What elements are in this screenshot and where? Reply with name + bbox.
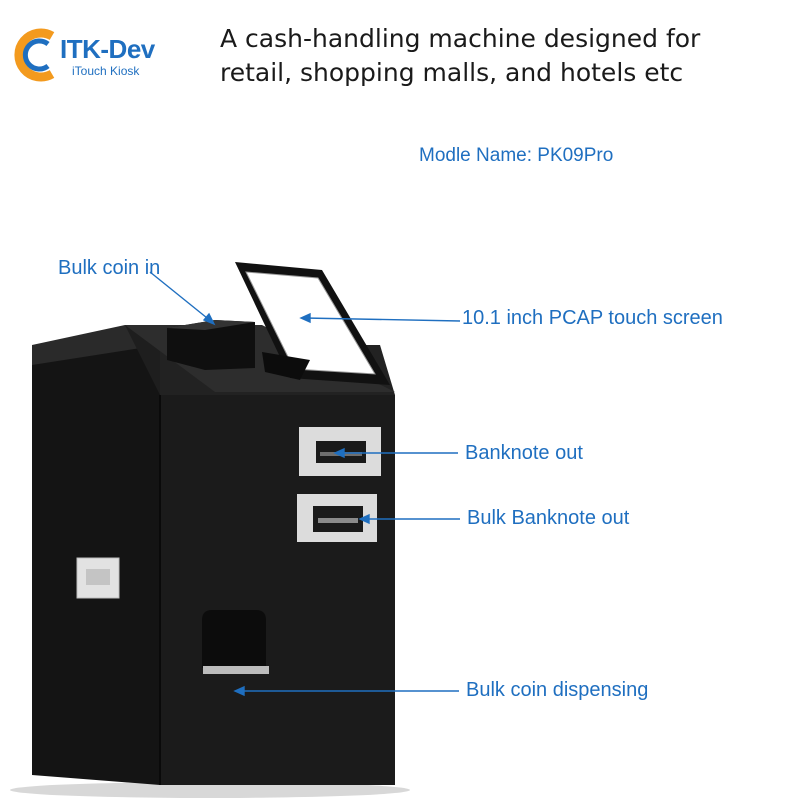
headline-line-1: A cash-handling machine designed for <box>220 24 701 53</box>
coin-hopper-top <box>167 320 255 330</box>
headline-line-2: retail, shopping malls, and hotels etc <box>220 58 684 87</box>
logo-mark-icon <box>14 28 55 82</box>
floor-shadow <box>10 782 410 798</box>
arrow-head-bulk-coin-dispensing <box>233 685 245 697</box>
touch-screen-stand <box>262 352 310 380</box>
side-card-slot <box>86 569 110 585</box>
coin-dispensing-tray <box>203 666 269 674</box>
logo-tagline: iTouch Kiosk <box>72 64 140 78</box>
callout-touch-screen: 10.1 inch PCAP touch screen <box>462 307 723 329</box>
arrow-head-bulk-banknote-out <box>358 513 370 525</box>
touch-screen-display <box>245 271 376 375</box>
bulk-banknote-gap <box>318 518 358 523</box>
arrow-head-bulk-coin-in <box>202 312 216 326</box>
brand-logo: ITK-Dev iTouch Kiosk <box>12 22 172 92</box>
coin-dispensing-opening <box>202 610 266 668</box>
logo-brand-text: ITK-Dev <box>60 34 155 64</box>
callout-bulk-coin-in: Bulk coin in <box>58 257 161 279</box>
arrow-touch-screen <box>303 317 461 322</box>
callout-bulk-banknote-out: Bulk Banknote out <box>467 507 630 529</box>
callout-banknote-out: Banknote out <box>465 442 583 464</box>
arrow-head-touch-screen <box>299 312 311 324</box>
arrow-bulk-coin-in <box>149 271 213 323</box>
coin-hopper <box>167 320 255 370</box>
headline: A cash-handling machine designed for ret… <box>220 22 790 90</box>
cabinet-side-top <box>32 325 160 365</box>
callout-arrows <box>149 271 461 697</box>
model-name: Modle Name: PK09Pro <box>419 145 614 166</box>
callout-bulk-coin-dispensing: Bulk coin dispensing <box>466 679 649 701</box>
arrow-head-banknote-out <box>333 447 345 459</box>
